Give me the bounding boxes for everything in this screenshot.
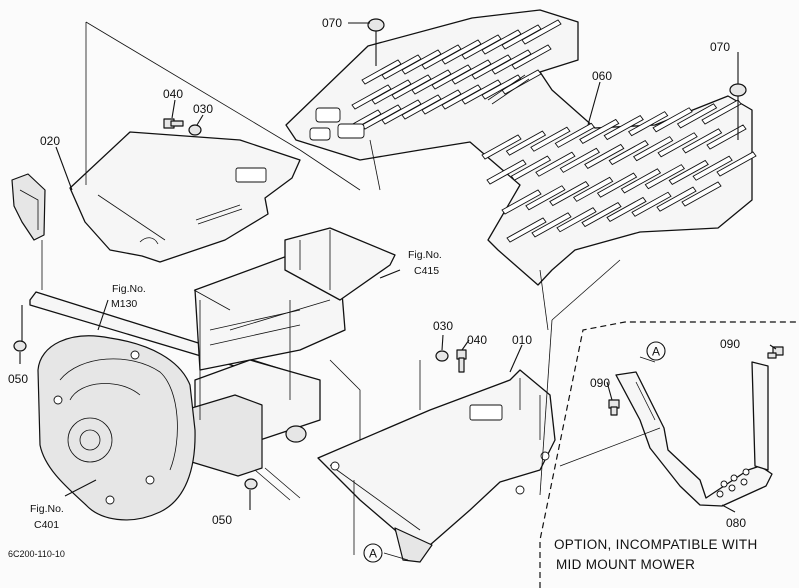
callout-030-upper: 030 — [193, 102, 213, 116]
washer-030-upper — [188, 124, 202, 136]
mat-slot — [627, 111, 669, 137]
rivet-070-left — [367, 18, 385, 66]
mat-slot — [657, 132, 698, 158]
callout-080: 080 — [726, 516, 746, 530]
callout-020: 020 — [40, 134, 60, 148]
mat-slot — [481, 134, 522, 160]
mat-slot — [511, 44, 552, 70]
mat-slot — [486, 159, 527, 185]
washer-030-lower — [435, 350, 449, 362]
mat-slot — [531, 212, 572, 238]
mat-slot — [521, 19, 562, 45]
reference-mark-a-upper-text: A — [652, 345, 660, 359]
option-note-line1: OPTION, INCOMPATIBLE WITH — [554, 537, 758, 552]
mat-slot — [505, 130, 547, 156]
mat-slot — [676, 103, 718, 129]
bolt-090-upper — [767, 346, 784, 359]
mat-slot — [631, 191, 672, 217]
nut-050-left — [13, 305, 27, 352]
mat-slot — [596, 172, 638, 198]
fig-ref-c401: Fig.No. C401 — [30, 503, 64, 531]
mat-slot — [530, 126, 571, 152]
mat-slot — [579, 118, 620, 145]
callout-030-lower: 030 — [433, 319, 453, 333]
mat-slot — [606, 196, 647, 223]
mat-slot — [501, 189, 542, 215]
fig-ref-m130-line1: Fig.No. — [112, 283, 146, 295]
optional-step-080 — [615, 361, 773, 507]
mat-slot — [668, 159, 709, 186]
leader-lines — [19, 21, 777, 561]
mat-slot — [706, 124, 747, 150]
reference-mark-a-upper: A — [646, 341, 666, 361]
mat-slot — [572, 176, 614, 202]
fig-ref-m130: Fig.No. M130 — [111, 283, 146, 310]
mat-slot — [656, 186, 697, 212]
callout-060: 060 — [592, 69, 612, 83]
callout-050-bottom: 050 — [212, 513, 232, 527]
bolt-040-upper — [163, 118, 184, 129]
mat-slot — [549, 180, 590, 207]
mat-slot — [603, 114, 644, 141]
callout-040-upper: 040 — [163, 87, 183, 101]
callout-090-lower: 090 — [590, 376, 610, 390]
callout-labels: 070 070 060 040 030 020 050 050 030 040 … — [8, 16, 746, 530]
fig-ref-m130-line2: M130 — [111, 298, 137, 310]
step-010 — [317, 369, 556, 563]
callout-070-left: 070 — [322, 16, 342, 30]
bolt-090-lower — [608, 399, 620, 416]
step-020 — [11, 131, 301, 263]
callout-090-upper: 090 — [720, 337, 740, 351]
mat-slots-lower — [481, 99, 757, 243]
callout-010: 010 — [512, 333, 532, 347]
mat-slot — [556, 207, 597, 233]
fig-ref-c415-line2: C415 — [414, 265, 439, 277]
fig-ref-c415-line1: Fig.No. — [408, 249, 442, 261]
mat-slot — [644, 164, 686, 190]
mat-slot — [716, 151, 757, 177]
fig-ref-c401-line2: C401 — [34, 519, 59, 531]
mat-slot — [620, 168, 662, 194]
mat-slot — [584, 143, 625, 170]
mat-slot — [501, 69, 542, 95]
fig-ref-c401-line1: Fig.No. — [30, 503, 64, 515]
mat-slot — [506, 217, 547, 243]
reference-mark-a-lower-text: A — [369, 547, 377, 561]
callout-070-right: 070 — [710, 40, 730, 54]
mat-slot — [581, 201, 622, 228]
mat-slot — [554, 122, 596, 148]
mat-slot — [652, 107, 693, 133]
mat-slot — [681, 181, 722, 207]
mat-slot — [535, 151, 576, 177]
callout-050-left: 050 — [8, 372, 28, 386]
mat-slot — [510, 155, 552, 181]
bolt-040-lower — [456, 349, 467, 373]
option-note: OPTION, INCOMPATIBLE WITH MID MOUNT MOWE… — [554, 537, 758, 572]
mat-slot — [681, 128, 723, 154]
mat-slot — [701, 99, 742, 125]
floor-mat-060 — [285, 9, 757, 286]
fig-ref-c415: Fig.No. C415 — [408, 249, 442, 277]
nut-050-bottom — [244, 478, 258, 490]
main-frame — [29, 227, 396, 501]
callout-040-lower: 040 — [467, 333, 487, 347]
mat-slot — [525, 185, 566, 211]
mat-slot — [559, 147, 601, 173]
mat-slot — [632, 136, 674, 162]
option-boundary — [539, 321, 799, 588]
catalog-code: 6C200-110-10 — [8, 549, 65, 559]
reference-mark-a-lower: A — [363, 543, 383, 563]
mat-slot — [608, 139, 649, 166]
hardware — [13, 18, 784, 490]
mat-slot — [692, 155, 733, 181]
option-note-line2: MID MOUNT MOWER — [556, 557, 695, 572]
clutch-housing — [37, 335, 196, 521]
